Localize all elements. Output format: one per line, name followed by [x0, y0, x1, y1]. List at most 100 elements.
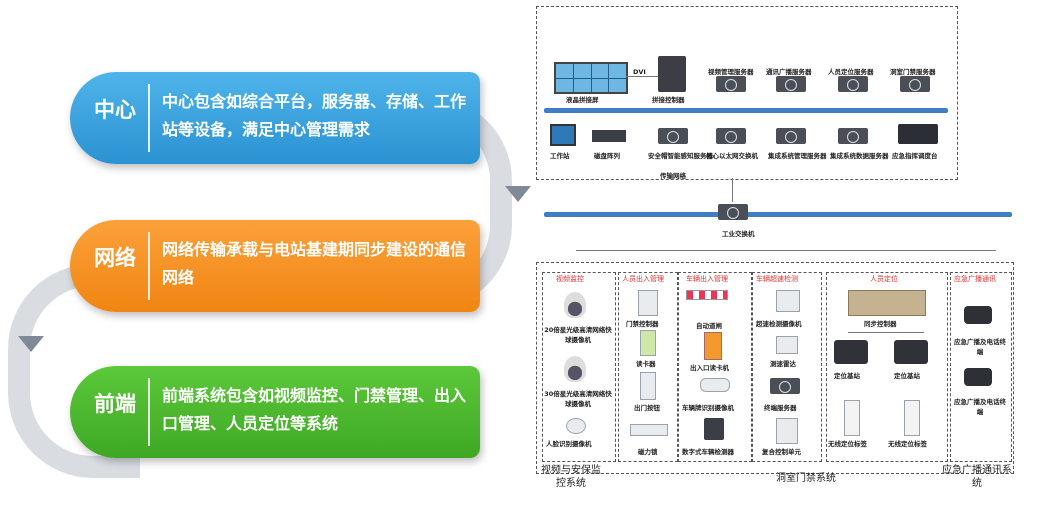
card-reader-label: 读卡器: [636, 360, 656, 368]
video-section: [542, 272, 616, 462]
speed-cam-label: 超速检测摄像机: [756, 320, 802, 328]
emergency-console-label: 应急指挥调度台: [892, 152, 938, 160]
locate-tag-icon: [844, 400, 860, 436]
video-mgmt-label: 视频管理服务器: [708, 68, 754, 76]
cam2-label: 30倍星光级高清网络快球摄像机: [544, 390, 612, 408]
system-architecture-diagram: 液晶拼接屏 DVI 拼接控制器 视频管理服务器 通讯广播服务器 人员定位服务器 …: [536, 6, 1014, 494]
barrier-gate-icon: [686, 290, 728, 300]
tier-network: 网络 网络传输承载与电站基建期同步建设的通信网络: [70, 220, 480, 312]
video-wall-icon: [554, 62, 628, 94]
vehicle-detector-label: 数字式车辆检测器: [682, 448, 734, 456]
exit-btn-label: 出门按钮: [634, 404, 660, 412]
sync-ctrl-label: 同步控制器: [864, 320, 897, 328]
tier-title: 网络: [94, 246, 136, 270]
card-reader-icon: [640, 330, 656, 356]
disk-array-label: 磁盘阵列: [594, 152, 620, 160]
tier-frontend: 前端 前端系统包含如视频监控、门禁管理、出入口管理、人员定位等系统: [70, 366, 480, 458]
locate-srv-label: 人员定位服务器: [828, 68, 874, 76]
combo-control-unit-icon: [776, 418, 798, 444]
vehicle-gate-section: [678, 272, 752, 462]
video-system-caption: 视频与安保监控系统: [541, 465, 601, 489]
locate-base-icon: [834, 340, 868, 364]
cam1-label: 20倍星光级高清网络快球摄像机: [544, 326, 612, 344]
workstation-label: 工作站: [550, 152, 570, 160]
integ-mgmt-server-icon: [776, 128, 806, 144]
face-camera-icon: [566, 418, 586, 434]
radar-label: 测速雷达: [770, 360, 796, 368]
radar-icon: [776, 336, 798, 354]
phone-icon: [964, 306, 992, 324]
sync-link: [848, 332, 924, 333]
section-title-broadcast: 应急广播通讯: [954, 275, 996, 283]
tier-title: 中心: [94, 98, 136, 122]
exit-button-icon: [640, 372, 656, 400]
core-switch-icon: [716, 128, 746, 144]
plate-camera-icon: [700, 378, 730, 392]
vehicle-detector-icon: [704, 418, 724, 440]
speed-dome-camera-icon: [564, 356, 586, 382]
tier-description: 中心包含如综合平台，服务器、存储、工作站等设备，满足中心管理需求: [162, 92, 467, 139]
combo-ctrl-label: 复合控制单元: [762, 448, 801, 456]
arrow-down-icon-right: [505, 186, 531, 202]
emergency-console-icon: [898, 124, 938, 144]
base2-label: 定位基站: [894, 372, 920, 380]
integ-mgmt-label: 集成系统管理服务器: [768, 152, 827, 160]
tier-divider: [148, 84, 150, 152]
section-title-personnel: 人员定位: [870, 275, 898, 283]
broadcast-section: [950, 272, 1012, 462]
speed-camera-icon: [776, 290, 800, 312]
locate-tag-icon: [904, 400, 920, 436]
dvi-link: [626, 76, 658, 77]
broadcast-server-icon: [776, 76, 806, 92]
arrow-down-icon-left: [18, 336, 44, 352]
tier-description: 网络传输承载与电站基建期同步建设的通信网络: [162, 240, 467, 287]
trunk-line: [732, 178, 733, 202]
center-bus-bar: [544, 108, 948, 113]
speed-dome-camera-icon: [564, 292, 586, 318]
video-mgmt-server-icon: [716, 76, 746, 92]
distribution-line: [576, 250, 996, 251]
section-title-vehicle-gate: 车辆出入管理: [686, 275, 728, 283]
tag2-label: 无线定位标签: [888, 440, 927, 448]
disk-array-icon: [592, 130, 626, 142]
face-cam-label: 人脸识别摄像机: [546, 440, 592, 448]
magnetic-lock-icon: [630, 424, 668, 436]
door-controller-icon: [638, 290, 658, 316]
locate-server-icon: [838, 76, 868, 92]
overload-section: [752, 272, 822, 462]
section-title-video: 视频监控: [556, 275, 584, 283]
safety-server-icon: [658, 128, 688, 144]
video-wall-label: 液晶拼接屏: [566, 96, 599, 104]
safety-srv-label: 安全帽智能感知服务器: [648, 152, 713, 160]
personnel-section: [826, 272, 948, 462]
base1-label: 定位基站: [834, 372, 860, 380]
integ-db-label: 集成系统数据服务器: [830, 152, 889, 160]
broadcast-system-caption: 应急广播通讯系统: [942, 465, 1012, 489]
splice-controller-icon: [658, 56, 686, 92]
plate-cam-label: 车辆牌识别摄像机: [682, 404, 734, 412]
gate-card-reader-label: 出入口读卡机: [690, 364, 729, 372]
section-title-overload: 车辆超速检测: [756, 275, 798, 283]
person-gate-section: [618, 272, 678, 462]
phone1-label: 应急广播及电话终端: [954, 338, 1006, 356]
term-srv-label: 终端服务器: [764, 404, 797, 412]
industrial-switch-icon: [718, 204, 748, 220]
door-ctrl-label: 门禁控制器: [626, 320, 659, 328]
integ-db-server-icon: [838, 128, 868, 144]
mag-lock-label: 磁力锁: [638, 448, 658, 456]
terminal-server-icon: [770, 378, 800, 394]
sync-controller-icon: [848, 290, 926, 316]
tier-title: 前端: [94, 392, 136, 416]
core-switch-label: 核心以太网交换机: [706, 152, 758, 160]
tag1-label: 无线定位标签: [828, 440, 867, 448]
industrial-switch-label: 工业交换机: [722, 230, 755, 238]
dvi-label: DVI: [633, 68, 646, 76]
center-zone: [536, 6, 958, 180]
door-system-caption: 洞室门禁系统: [776, 473, 836, 484]
tier-center: 中心 中心包含如综合平台，服务器、存储、工作站等设备，满足中心管理需求: [70, 72, 480, 164]
gate-card-reader-icon: [704, 332, 722, 360]
section-title-person-gate: 人员出入管理: [622, 275, 664, 283]
tier-divider: [148, 378, 150, 446]
door-server-icon: [900, 76, 930, 92]
broadcast-srv-label: 通讯广播服务器: [766, 68, 812, 76]
